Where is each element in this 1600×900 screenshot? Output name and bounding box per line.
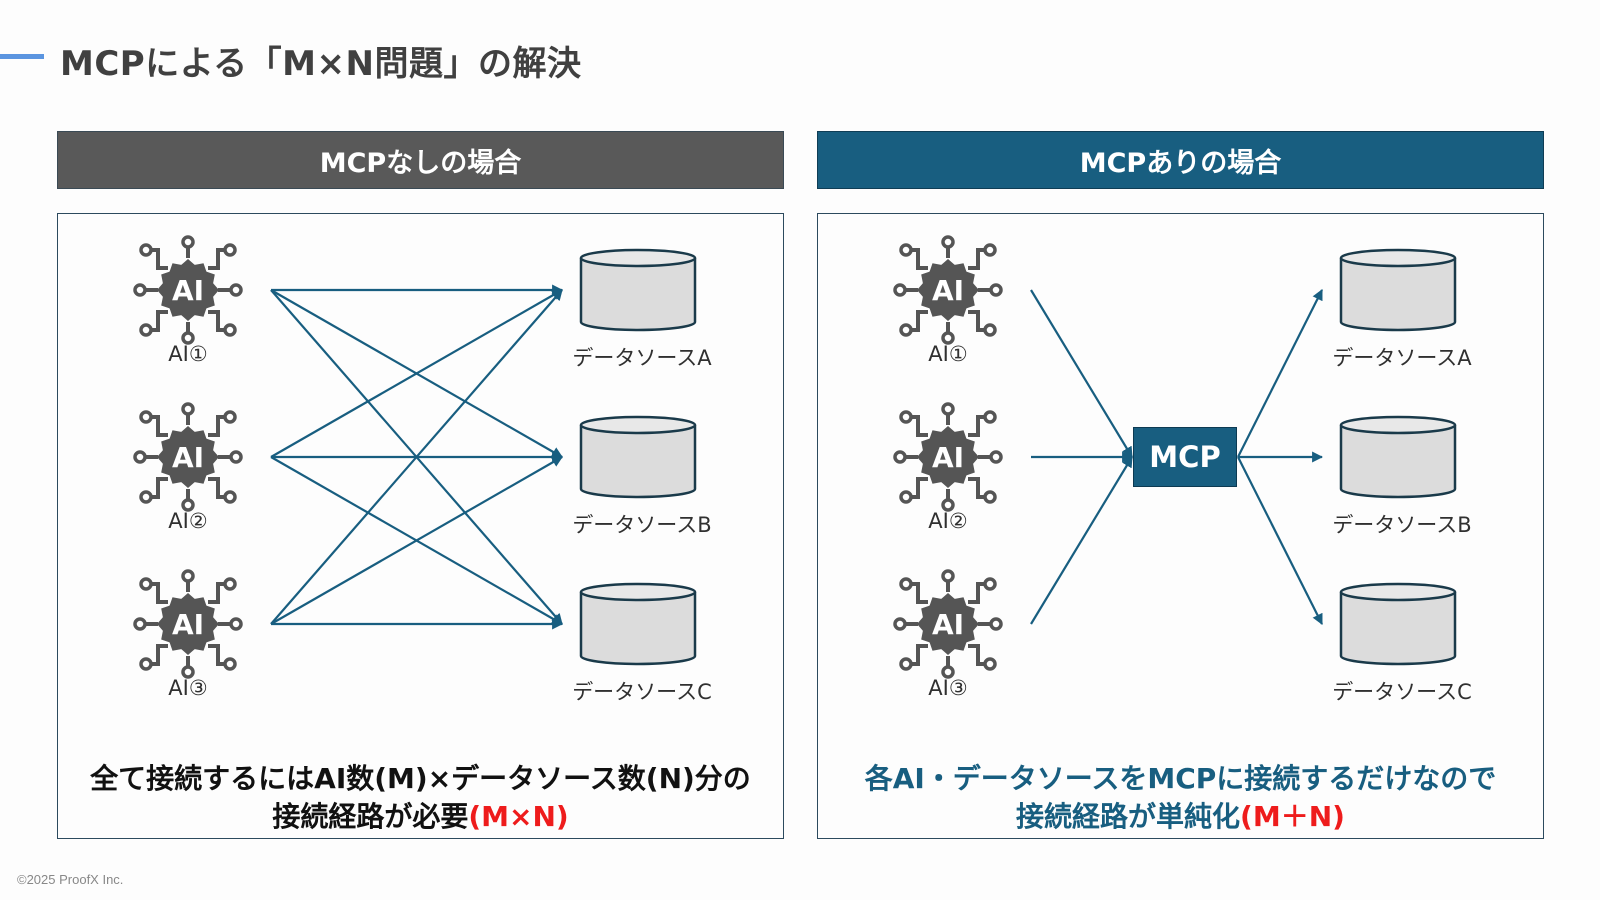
left-caption: 全て接続するにはAI数(M)×データソース数(N)分の 接続経路が必要(M×N) [58, 760, 783, 836]
caption-highlight: (M＋N) [1240, 800, 1345, 833]
database-icon [1339, 582, 1457, 666]
right-caption: 各AI・データソースをMCPに接続するだけなので 接続経路が単純化(M＋N) [818, 760, 1543, 836]
ai-label: AI② [168, 509, 208, 533]
datasource-label: データソースA [572, 346, 712, 370]
ai-label: AI② [928, 509, 968, 533]
right-panel-header: MCPありの場合 [817, 131, 1544, 189]
left-panel: AI AI AI AI① AI② AI③ データソースA データソースB データソー… [57, 213, 784, 839]
svg-text:AI: AI [172, 274, 204, 307]
left-panel-header: MCPなしの場合 [57, 131, 784, 189]
mcp-hub: MCP [1133, 427, 1237, 487]
database-icon [1339, 415, 1457, 499]
datasource-label: データソースC [1332, 680, 1472, 704]
right-diagram: AI AI AI [893, 235, 1457, 679]
ai-chip-icon: AI [893, 402, 1003, 512]
svg-text:AI: AI [932, 274, 964, 307]
database-icon [579, 415, 697, 499]
connection-arrow [270, 456, 563, 625]
ai-chip-icon: AI [893, 235, 1003, 345]
ai-label: AI③ [928, 676, 968, 700]
page-title: MCPによる「M×N問題」の解決 [60, 44, 582, 84]
svg-text:AI: AI [172, 441, 204, 474]
ai-chip-icon: AI [133, 402, 243, 512]
copyright: ©2025 ProofX Inc. [17, 872, 124, 887]
database-icon [1339, 248, 1457, 332]
caption-line-1: 各AI・データソースをMCPに接続するだけなので [864, 762, 1497, 795]
ai-chip-icon: AI [893, 569, 1003, 679]
datasource-label: データソースC [572, 680, 712, 704]
caption-line-2: 接続経路が単純化 [1016, 800, 1241, 833]
connection-arrow [270, 289, 563, 625]
mcp-to-datasource-arrow [1237, 456, 1323, 625]
datasource-label: データソースB [572, 513, 712, 537]
right-panel: AI AI AI MCP AI① AI② AI③ データソースA データソースB デ… [817, 213, 1544, 839]
database-icon [579, 582, 697, 666]
caption-line-2: 接続経路が必要 [272, 800, 469, 833]
database-icon [579, 248, 697, 332]
datasource-label: データソースA [1332, 346, 1472, 370]
ai-to-mcp-arrow [1030, 289, 1133, 458]
caption-line-1: 全て接続するにはAI数(M)×データソース数(N)分の [90, 762, 751, 795]
caption-highlight: (M×N) [468, 800, 569, 833]
svg-text:AI: AI [932, 608, 964, 641]
ai-to-mcp-arrow [1030, 456, 1133, 625]
ai-label: AI③ [168, 676, 208, 700]
title-accent-bar [0, 54, 44, 59]
ai-label: AI① [928, 342, 968, 366]
ai-label: AI① [168, 342, 208, 366]
left-diagram: AI AI AI [133, 235, 697, 679]
connection-arrow [270, 289, 563, 458]
ai-chip-icon: AI [133, 569, 243, 679]
svg-text:AI: AI [932, 441, 964, 474]
mcp-to-datasource-arrow [1237, 289, 1323, 458]
ai-chip-icon: AI [133, 235, 243, 345]
svg-text:AI: AI [172, 608, 204, 641]
datasource-label: データソースB [1332, 513, 1472, 537]
